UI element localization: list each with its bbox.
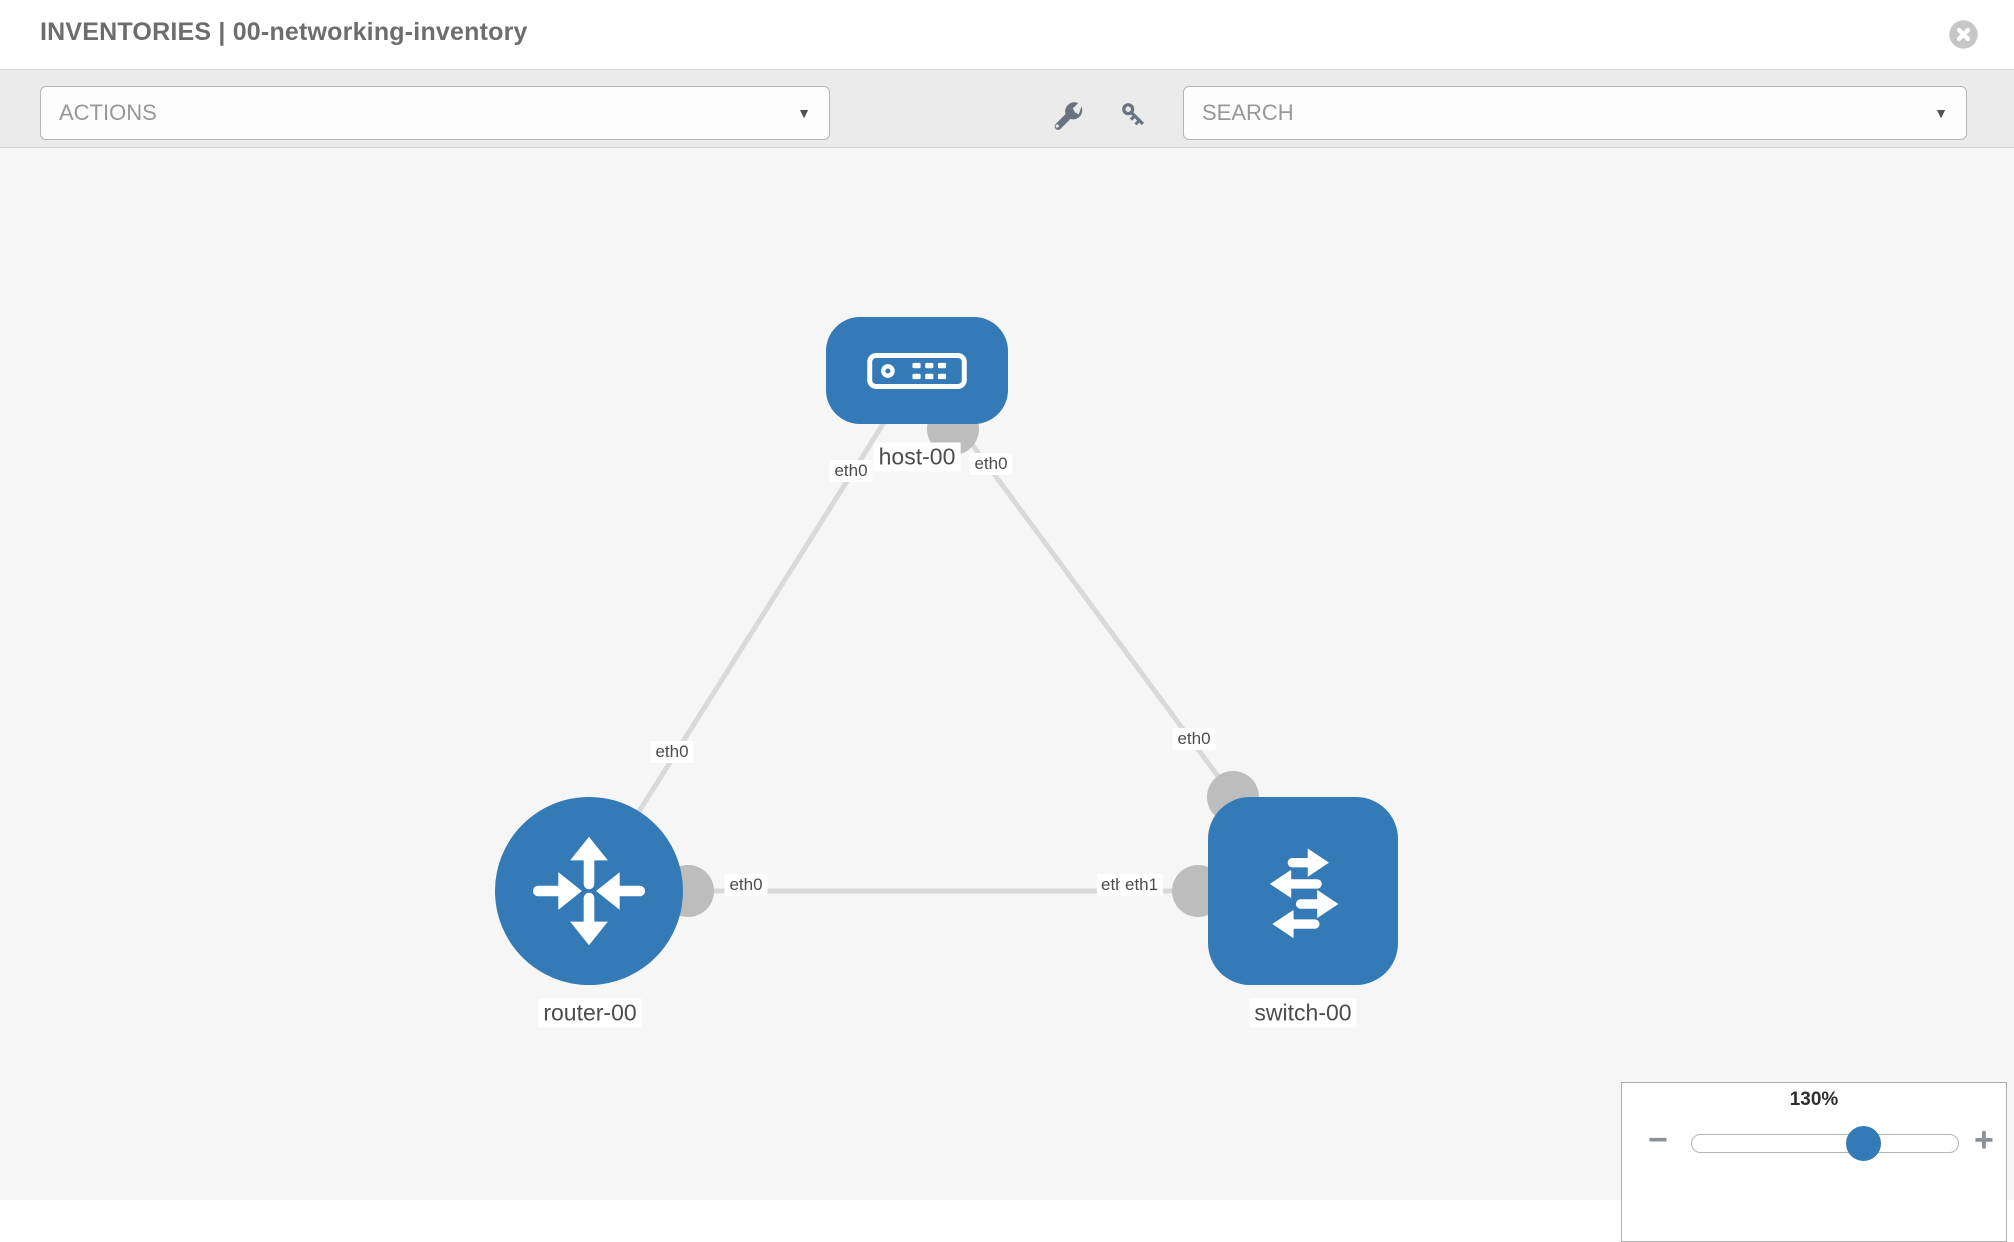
node-switch-00[interactable]	[1208, 797, 1398, 985]
link-host-router	[586, 368, 920, 893]
zoom-level-value: 130%	[1789, 1089, 1839, 1110]
zoom-slider-thumb[interactable]	[1846, 1126, 1881, 1161]
zoom-slider-track[interactable]	[1691, 1134, 1959, 1153]
tools-button[interactable]	[1050, 99, 1084, 133]
link-label-overlap-clipped: eth1	[1097, 874, 1125, 896]
link-label-router-eth0-horiz: eth0	[724, 874, 768, 896]
node-label-switch: switch-00	[1249, 998, 1357, 1028]
node-label-host: host-00	[873, 442, 961, 472]
search-dropdown-placeholder: SEARCH	[1202, 100, 1294, 125]
actions-dropdown-label: ACTIONS	[59, 100, 157, 125]
link-label-host-eth0-left: eth0	[829, 460, 873, 482]
node-host-00[interactable]	[826, 317, 1008, 424]
host-icon	[867, 352, 967, 389]
node-router-00[interactable]	[495, 797, 683, 985]
link-label-router-eth0-diag: eth0	[650, 741, 694, 763]
key-icon	[1122, 103, 1145, 126]
page-title: INVENTORIES | 00-networking-inventory	[40, 18, 528, 46]
close-button[interactable]	[1948, 19, 1979, 50]
topology-links-layer	[586, 368, 1306, 917]
zoom-in-button[interactable]: +	[1974, 1121, 1994, 1159]
search-dropdown[interactable]: SEARCH ▼	[1183, 86, 1967, 140]
zoom-control-panel: 130% − +	[1621, 1082, 2007, 1242]
close-icon	[1949, 20, 1978, 49]
zoom-out-button[interactable]: −	[1648, 1121, 1668, 1159]
wrench-icon	[1054, 102, 1083, 130]
switch-icon	[1269, 848, 1339, 939]
node-label-router: router-00	[538, 998, 642, 1028]
link-label-host-eth0-right: eth0	[969, 453, 1013, 475]
toolbar: ACTIONS ▼ SEARCH ▼	[0, 70, 2014, 148]
topology-canvas[interactable]: host-00 router-00 switch-00 eth0 eth0 et…	[0, 148, 2014, 1200]
panel-header: INVENTORIES | 00-networking-inventory	[0, 0, 2014, 70]
link-label-switch-eth0-diag: eth0	[1172, 728, 1216, 750]
chevron-down-icon: ▼	[1934, 105, 1948, 121]
router-icon	[532, 836, 646, 946]
chevron-down-icon: ▼	[797, 105, 811, 121]
link-label-switch-eth1-horiz: eth1	[1120, 874, 1164, 896]
credentials-button[interactable]	[1118, 99, 1152, 133]
actions-dropdown[interactable]: ACTIONS ▼	[40, 86, 830, 140]
